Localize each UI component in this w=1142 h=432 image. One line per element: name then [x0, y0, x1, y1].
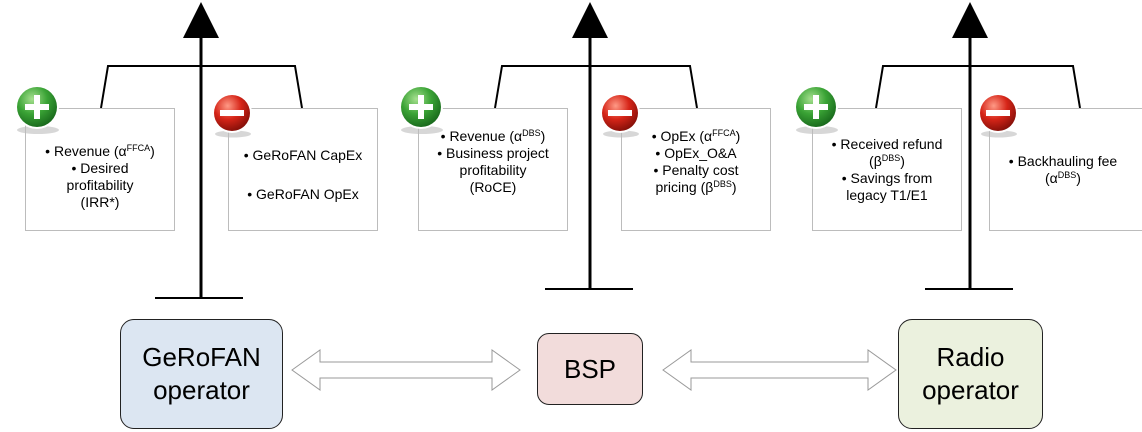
plus-circle-icon	[794, 85, 838, 134]
bsp-node: BSP	[537, 333, 643, 405]
radio-operator-node: Radio operator	[898, 319, 1043, 429]
cons-box: • OpEx (αFFCA) • OpEx_O&A • Penalty cost…	[621, 108, 771, 231]
gerofan-operator-node: GeRoFAN operator	[120, 319, 283, 429]
exchange-arrow-gerofan-bsp	[291, 349, 521, 391]
gerofan-operator-label-line2: operator	[153, 375, 250, 405]
scale-beam	[875, 65, 1081, 109]
scale-beam	[100, 65, 303, 109]
cons-box: • GeRoFAN CapEx • GeRoFAN OpEx	[228, 108, 378, 231]
pros-box: • Revenue (αDBS) • Business project prof…	[418, 108, 568, 231]
plus-circle-icon	[15, 85, 59, 134]
plus-circle-icon	[399, 85, 443, 134]
balance-scale-bsp	[494, 2, 698, 290]
radio-operator-label-line2: operator	[922, 375, 1019, 405]
minus-circle-icon	[212, 93, 252, 138]
balance-scale-radio	[875, 2, 1081, 290]
minus-circle-icon	[978, 93, 1018, 138]
minus-circle-icon	[600, 93, 640, 138]
bsp-label: BSP	[563, 353, 617, 384]
cons-box: • Backhauling fee (αDBS)	[989, 108, 1142, 231]
exchange-arrow-bsp-radio	[662, 349, 897, 391]
scale-beam	[494, 65, 698, 109]
radio-operator-label-line1: Radio	[936, 342, 1005, 372]
gerofan-operator-label-line1: GeRoFAN	[142, 342, 261, 372]
balance-scale-gerofan	[100, 2, 303, 299]
pros-box: • Received refund (βDBS) • Savings from …	[812, 108, 962, 231]
